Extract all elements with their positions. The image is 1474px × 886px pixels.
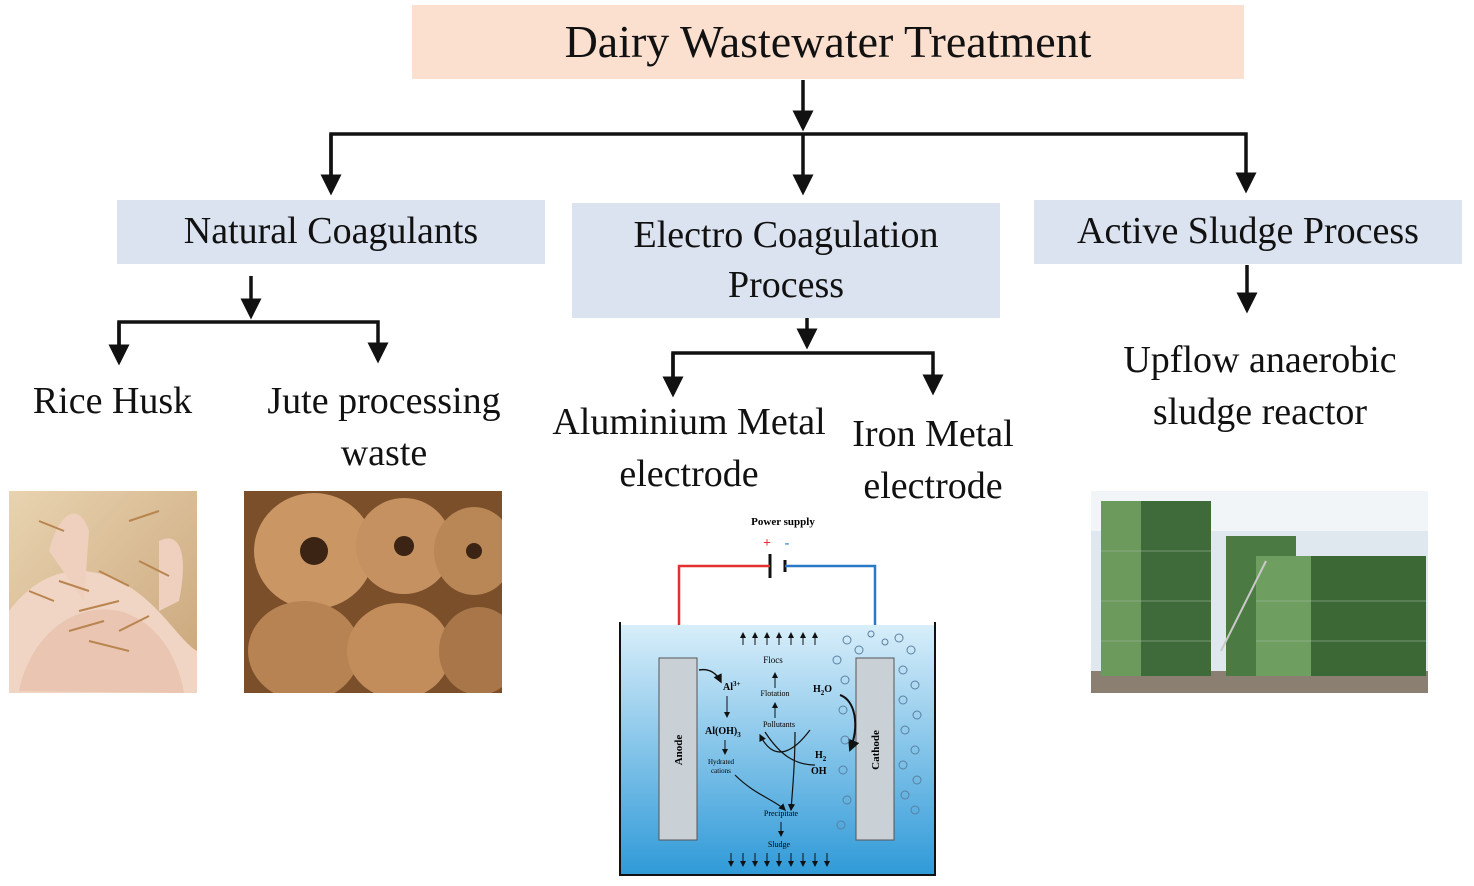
cathode-electrode <box>855 657 895 841</box>
hydrogen-label: H2 <box>815 750 827 763</box>
leaf-jute-waste: Jute processing waste <box>267 380 501 475</box>
leaf-rice-husk: Rice Husk <box>32 380 193 422</box>
anode-electrode <box>658 657 698 841</box>
leaf-uasb-reactor: Upflow anaerobic sludge reactor <box>1123 339 1397 434</box>
cathode-label: Cathode <box>870 730 882 770</box>
svg-text:cations: cations <box>711 767 731 775</box>
branch-line-electro <box>671 351 944 396</box>
category-active-sludge: Active Sludge Process <box>1034 200 1462 264</box>
hydroxide-label: OH <box>811 766 827 777</box>
tank-wall <box>619 622 936 876</box>
water-label: H2O <box>813 684 832 697</box>
anode-label: Anode <box>673 735 685 766</box>
rice-husk-image <box>9 491 197 693</box>
branch-line-top <box>329 132 1257 194</box>
sludge-label: Sludge <box>768 840 791 849</box>
hydrated-cations-label: Hydrated <box>708 758 735 766</box>
category-electro-coagulation: Electro Coagulation Process <box>572 203 1000 318</box>
gas-bubbles <box>832 630 922 830</box>
precipitate-label: Precipitate <box>764 809 799 818</box>
power-supply-label: Power supply <box>751 516 815 528</box>
leaf-iron-electrode: Iron Metal electrode <box>852 413 1014 508</box>
plus-sign: + <box>763 536 771 551</box>
electrocoagulation-diagram: Power supply + - Anode Cathode Flocs Flo… <box>619 516 936 876</box>
minus-sign: - <box>785 536 790 551</box>
pollutants-label: Pollutants <box>763 720 795 729</box>
flocs-label: Flocs <box>763 655 783 665</box>
category-natural-coagulants: Natural Coagulants <box>117 200 545 264</box>
al-hydroxide-label: Al(OH)3 <box>705 726 741 739</box>
uasb-tanks-image <box>1091 491 1428 693</box>
diagram-title: Dairy Wastewater Treatment <box>412 5 1244 79</box>
branch-line-natural <box>117 320 389 364</box>
flotation-label: Flotation <box>761 689 790 698</box>
jute-rolls-image <box>244 491 502 693</box>
leaf-aluminium-electrode: Aluminium Metal electrode <box>552 401 826 496</box>
al-ion-label: Al3+ <box>723 680 741 693</box>
